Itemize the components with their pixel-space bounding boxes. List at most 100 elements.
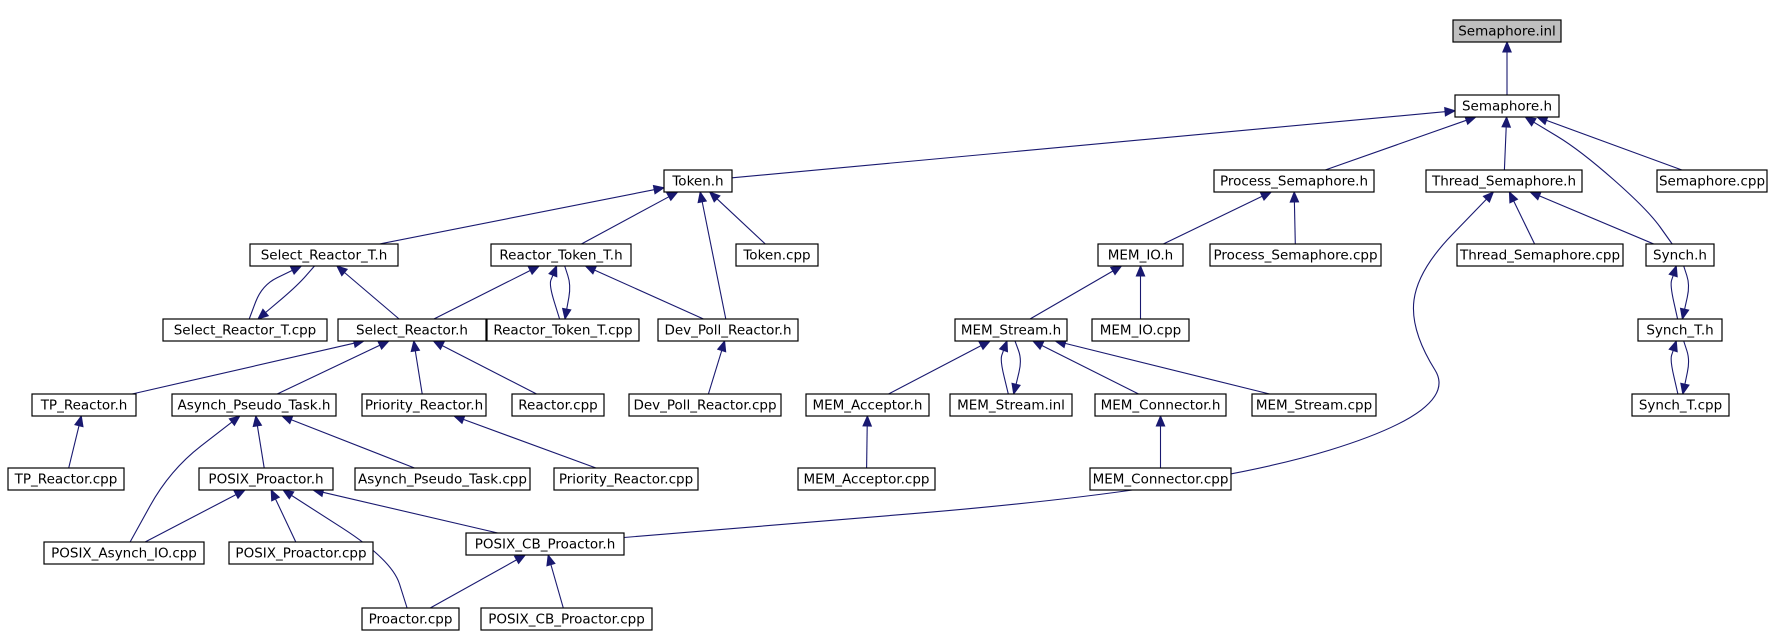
node-tp-reactor-cpp[interactable]: TP_Reactor.cpp bbox=[7, 467, 125, 491]
edge-reactor_cpp-to-select_reactor_h bbox=[432, 340, 537, 395]
node-reactor-token-t-h[interactable]: Reactor_Token_T.h bbox=[490, 243, 632, 267]
node-label: Process_Semaphore.h bbox=[1220, 174, 1368, 190]
edge-dev_poll_reactor_cpp-to-dev_poll_reactor_h bbox=[707, 339, 727, 395]
edge-token_cpp-to-token_h bbox=[708, 191, 766, 245]
arrowhead bbox=[561, 307, 572, 321]
node-asynch-pseudo-task-h[interactable]: Asynch_Pseudo_Task.h bbox=[171, 393, 337, 417]
arrowhead bbox=[257, 308, 270, 320]
arrowhead bbox=[289, 265, 303, 275]
arrowhead bbox=[410, 339, 421, 353]
node-reactor-cpp[interactable]: Reactor.cpp bbox=[511, 393, 605, 417]
node-label: POSIX_Asynch_IO.cpp bbox=[51, 546, 197, 562]
arrowhead bbox=[1668, 264, 1678, 278]
node-mem-stream-inl[interactable]: MEM_Stream.inl bbox=[949, 393, 1073, 417]
node-box bbox=[657, 318, 799, 342]
edge-select_reactor_t_h-to-token_h bbox=[379, 184, 666, 245]
node-token-cpp[interactable]: Token.cpp bbox=[735, 243, 819, 267]
edge-mem_stream_inl-to-mem_stream_h bbox=[998, 339, 1009, 395]
edge-line bbox=[414, 350, 423, 395]
arrowhead bbox=[665, 191, 679, 202]
node-box bbox=[486, 318, 640, 342]
node-mem-connector-cpp[interactable]: MEM_Connector.cpp bbox=[1089, 467, 1232, 491]
node-mem-connector-h[interactable]: MEM_Connector.h bbox=[1094, 393, 1227, 417]
node-posix-cb-proactor-cpp[interactable]: POSIX_CB_Proactor.cpp bbox=[480, 607, 653, 631]
node-reactor-token-t-cpp[interactable]: Reactor_Token_T.cpp bbox=[486, 318, 640, 342]
arrowhead bbox=[708, 191, 721, 203]
edge-line bbox=[1670, 275, 1679, 320]
edge-mem_stream_h-to-mem_stream_inl bbox=[1011, 340, 1021, 396]
node-label: Select_Reactor_T.cpp bbox=[174, 323, 317, 339]
node-box bbox=[480, 607, 653, 631]
arrowhead bbox=[1501, 115, 1512, 128]
node-box bbox=[1452, 19, 1562, 43]
node-semaphore-h[interactable]: Semaphore.h bbox=[1454, 94, 1560, 118]
node-posix-asynch-io-cpp[interactable]: POSIX_Asynch_IO.cpp bbox=[43, 541, 205, 565]
edge-line bbox=[1000, 350, 1009, 395]
node-label: MEM_IO.h bbox=[1108, 248, 1173, 264]
node-posix-proactor-h[interactable]: POSIX_Proactor.h bbox=[198, 467, 334, 491]
node-box bbox=[490, 243, 632, 267]
node-label: MEM_Stream.inl bbox=[957, 398, 1065, 414]
edge-line bbox=[1503, 126, 1507, 171]
edge-tp_reactor_cpp-to-tp_reactor_h bbox=[68, 414, 84, 469]
node-box bbox=[361, 393, 487, 417]
edge-line bbox=[707, 350, 723, 395]
node-label: Synch.h bbox=[1653, 248, 1707, 264]
node-asynch-pseudo-task-cpp[interactable]: Asynch_Pseudo_Task.cpp bbox=[354, 467, 531, 491]
node-tp-reactor-h[interactable]: TP_Reactor.h bbox=[31, 393, 137, 417]
node-posix-proactor-cpp[interactable]: POSIX_Proactor.cpp bbox=[228, 541, 374, 565]
node-posix-cb-proactor-h[interactable]: POSIX_CB_Proactor.h bbox=[465, 532, 625, 556]
node-dev-poll-reactor-cpp[interactable]: Dev_Poll_Reactor.cpp bbox=[628, 393, 782, 417]
edge-line bbox=[1014, 340, 1021, 385]
node-label: POSIX_Proactor.h bbox=[208, 472, 323, 488]
node-mem-acceptor-h[interactable]: MEM_Acceptor.h bbox=[805, 393, 930, 417]
arrowhead bbox=[1524, 116, 1537, 127]
node-thread-semaphore-cpp[interactable]: Thread_Semaphore.cpp bbox=[1456, 243, 1624, 267]
node-box bbox=[1209, 243, 1382, 267]
edge-line bbox=[322, 491, 498, 534]
node-thread-semaphore-h[interactable]: Thread_Semaphore.h bbox=[1425, 169, 1583, 193]
edge-semaphore_h-to-semaphore_inl bbox=[1502, 40, 1512, 95]
edge-line bbox=[701, 201, 727, 320]
node-box bbox=[1454, 94, 1560, 118]
node-synch-t-cpp[interactable]: Synch_T.cpp bbox=[1631, 393, 1730, 417]
node-box bbox=[1631, 393, 1730, 417]
node-mem-stream-cpp[interactable]: MEM_Stream.cpp bbox=[1251, 393, 1377, 417]
node-box bbox=[1637, 318, 1723, 342]
arrowhead bbox=[862, 414, 873, 427]
node-semaphore-cpp[interactable]: Semaphore.cpp bbox=[1656, 169, 1768, 193]
node-select-reactor-t-cpp[interactable]: Select_Reactor_T.cpp bbox=[162, 318, 328, 342]
node-process-semaphore-h[interactable]: Process_Semaphore.h bbox=[1213, 169, 1375, 193]
edge-posix_proactor_h-to-asynch_pseudo_task_h bbox=[252, 414, 265, 469]
node-box bbox=[511, 393, 605, 417]
edge-line bbox=[429, 559, 517, 609]
edge-line bbox=[442, 345, 537, 395]
node-select-reactor-t-h[interactable]: Select_Reactor_T.h bbox=[249, 243, 399, 267]
arrowhead bbox=[697, 190, 708, 204]
arrowhead bbox=[280, 415, 294, 425]
node-priority-reactor-cpp[interactable]: Priority_Reactor.cpp bbox=[553, 467, 699, 491]
edge-line bbox=[463, 418, 597, 469]
node-synch-t-h[interactable]: Synch_T.h bbox=[1637, 318, 1723, 342]
edge-synch_h-to-semaphore_h bbox=[1524, 116, 1673, 245]
node-synch-h[interactable]: Synch.h bbox=[1645, 243, 1715, 267]
arrowhead bbox=[548, 264, 558, 278]
node-mem-io-h[interactable]: MEM_IO.h bbox=[1097, 243, 1184, 267]
node-mem-acceptor-cpp[interactable]: MEM_Acceptor.cpp bbox=[797, 467, 936, 491]
edge-synch_t_h-to-synch_t_cpp bbox=[1680, 340, 1690, 396]
node-mem-io-cpp[interactable]: MEM_IO.cpp bbox=[1091, 318, 1190, 342]
node-select-reactor-h[interactable]: Select_Reactor.h bbox=[337, 318, 487, 342]
node-label: Synch_T.h bbox=[1646, 323, 1713, 339]
node-priority-reactor-h[interactable]: Priority_Reactor.h bbox=[361, 393, 487, 417]
edge-mem_connector_cpp-to-mem_connector_h bbox=[1155, 414, 1166, 468]
node-process-semaphore-cpp[interactable]: Process_Semaphore.cpp bbox=[1209, 243, 1382, 267]
node-dev-poll-reactor-h[interactable]: Dev_Poll_Reactor.h bbox=[657, 318, 799, 342]
edge-select_reactor_h-to-select_reactor_t_h bbox=[335, 265, 400, 320]
node-box bbox=[553, 467, 699, 491]
node-mem-stream-h[interactable]: MEM_Stream.h bbox=[954, 318, 1068, 342]
node-token-h[interactable]: Token.h bbox=[663, 169, 733, 193]
node-proactor-cpp[interactable]: Proactor.cpp bbox=[361, 607, 460, 631]
edge-token_h-to-semaphore_h bbox=[731, 106, 1457, 179]
node-label: Dev_Poll_Reactor.h bbox=[664, 323, 791, 339]
arrowhead bbox=[527, 265, 541, 276]
